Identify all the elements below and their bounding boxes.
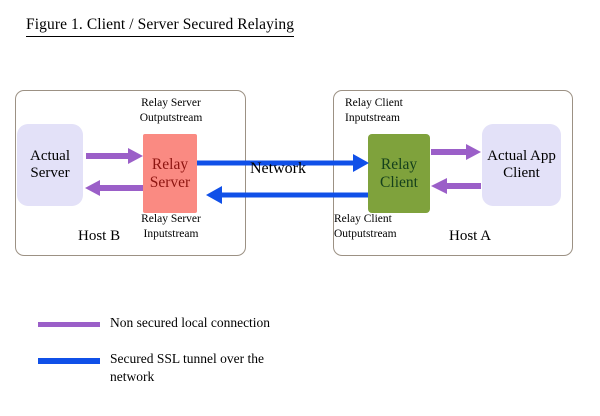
host-b-container bbox=[15, 90, 246, 256]
host-a-container bbox=[333, 90, 573, 256]
arrow-actual-server-to-relay-server bbox=[86, 148, 143, 164]
rc-in-line-2: Inputstream bbox=[345, 111, 400, 124]
relay-server-line-1: Relay bbox=[151, 156, 189, 174]
figure-title: Figure 1. Client / Server Secured Relayi… bbox=[26, 16, 295, 37]
node-relay-client: Relay Client bbox=[368, 134, 430, 213]
legend-swatch-non-secured bbox=[38, 322, 100, 327]
legend-secured-line-1: Secured SSL tunnel over the bbox=[110, 351, 264, 366]
arrow-relay-server-to-actual-server bbox=[85, 180, 143, 196]
rs-out-line-2: Outputstream bbox=[139, 111, 203, 124]
label-relay-client-outputstream: Relay Client Outputstream bbox=[334, 212, 444, 241]
label-host-b: Host B bbox=[78, 228, 121, 244]
legend-secured-line-2: network bbox=[110, 368, 155, 384]
label-relay-client-inputstream: Relay Client Inputstream bbox=[345, 96, 455, 125]
legend-label-non-secured: Non secured local connection bbox=[110, 315, 271, 330]
arrow-actual-app-client-to-relay-client bbox=[431, 178, 481, 194]
arrow-network-outbound bbox=[197, 154, 369, 172]
relay-client-line-2: Client bbox=[380, 173, 418, 191]
node-relay-server: Relay Server bbox=[143, 134, 197, 213]
label-host-a: Host A bbox=[449, 228, 492, 244]
actual-app-client-line-2: Client bbox=[503, 165, 540, 181]
actual-server-line-1: Actual bbox=[30, 148, 70, 165]
node-actual-app-client: Actual App Client bbox=[482, 124, 561, 206]
label-network: Network bbox=[250, 160, 306, 177]
label-relay-server-outputstream: Relay Server Outputstream bbox=[120, 96, 222, 125]
legend-swatch-secured-ssl bbox=[38, 358, 100, 364]
legend-label-secured-ssl: Secured SSL tunnel over the network bbox=[110, 350, 310, 386]
label-relay-server-inputstream: Relay Server Inputstream bbox=[120, 212, 222, 241]
rc-out-line-1: Relay Client bbox=[334, 213, 392, 225]
rc-out-line-2: Outputstream bbox=[334, 227, 397, 240]
node-actual-server: Actual Server bbox=[17, 124, 83, 206]
rs-in-line-1: Relay Server bbox=[141, 213, 201, 225]
arrow-network-inbound bbox=[206, 186, 368, 204]
rs-in-line-2: Inputstream bbox=[143, 227, 199, 240]
relay-server-line-2: Server bbox=[149, 173, 191, 191]
actual-app-client-line-1: Actual App bbox=[487, 148, 556, 165]
rs-out-line-1: Relay Server bbox=[141, 97, 201, 109]
arrow-relay-client-to-actual-app-client bbox=[431, 144, 481, 160]
rc-in-line-1: Relay Client bbox=[345, 97, 403, 109]
relay-client-line-1: Relay bbox=[380, 156, 418, 174]
actual-server-line-2: Server bbox=[30, 165, 70, 181]
